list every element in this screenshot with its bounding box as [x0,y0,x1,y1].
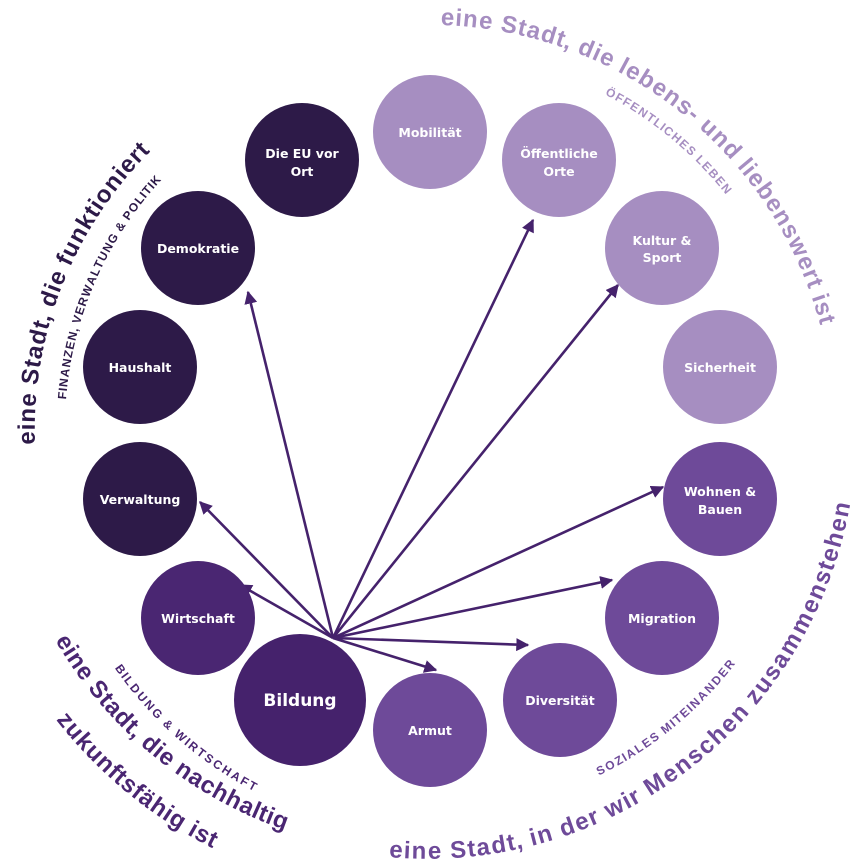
node-armut[interactable]: Armut [373,673,487,787]
arc-letter: I [56,387,70,392]
node-sicherheit[interactable]: Sicherheit [663,310,777,424]
arc-letter: I [145,180,158,192]
arc-letter: I [619,750,629,764]
arc-letter: d [489,831,508,860]
node-mobilitaet[interactable]: Mobilität [373,75,487,189]
connection-arrows [199,218,665,673]
node-label: Demokratie [157,241,239,256]
arc-letter: & [112,219,129,234]
arc-letter: I [118,670,131,681]
node-demokratie[interactable]: Demokratie [141,191,255,305]
arc-letter: E [62,340,77,351]
arrow-to-migration [332,576,614,640]
node-haushalt[interactable]: Haushalt [83,310,197,424]
arc-letter: n [534,820,556,850]
node-orte[interactable]: Öffentliche Orte [502,103,616,217]
arc-letter: N [56,377,71,387]
arc-letter: i [454,5,463,32]
node-label: Sicherheit [684,360,756,375]
arc-letter: Z [61,349,76,359]
arrow-to-verwaltung [199,501,334,639]
arc-letter: i [403,837,411,864]
arc-letter: , [67,326,81,333]
arc-letter: N [59,357,74,368]
node-label: Migration [628,611,696,626]
node-label: Kultur & [633,233,692,248]
arc-letter: S [449,836,467,864]
arrow-to-oeffentliche-orte [331,218,535,639]
arc-letter: F [55,391,70,400]
arc-letter: n [827,500,856,520]
arc-letter: I [657,120,668,133]
arc-letter: n [14,407,42,423]
node-label: Die EU vor [265,146,339,161]
node-label: Haushalt [109,360,172,375]
node-verwaltung[interactable]: Verwaltung [83,442,197,556]
arrow-to-demokratie [244,290,335,639]
arc-letter: n [462,5,479,33]
node-label: Verwaltung [100,492,181,507]
node-wirtschaft[interactable]: Wirtschaft [141,561,255,675]
arc-letter: A [57,367,72,378]
arc-letter: & [160,716,176,732]
arc-letter: e [477,7,494,36]
arc-letter: e [14,392,42,407]
arc-letter: V [69,314,85,326]
node-label: Bauen [698,502,742,517]
node-eu[interactable]: Die EU vor Ort [245,103,359,217]
node-label: Armut [408,723,452,738]
arc-letter: I [182,735,194,748]
node-bildung[interactable]: Bildung [234,634,366,766]
arrow-to-diversitaet [332,636,530,652]
node-label: Sport [643,250,682,265]
arc-letter: h [820,529,850,550]
node-diversitaet[interactable]: Diversität [503,643,617,757]
arc-letter: e [388,836,403,864]
arc-letter: e [14,431,41,445]
arc-letter: a [20,342,49,361]
arrow-to-wohnen-bauen [332,485,665,640]
node-migration[interactable]: Migration [605,561,719,675]
arc-letter: e [440,4,455,32]
node-label: Mobilität [398,125,461,140]
arrow-to-kultur-sport [331,283,620,639]
arc-letter: I [137,189,150,200]
node-label: Diversität [525,693,595,708]
arc-letter: e [824,515,853,534]
arc-letter: e [428,838,442,864]
arc-letter: n [411,838,426,864]
arc-letter: i [14,423,41,430]
arc-letter: N [65,330,81,342]
node-label: Bildung [263,691,336,711]
node-label: Wirtschaft [161,611,235,626]
arc-letter: S [499,10,520,40]
node-wohnen[interactable]: Wohnen & Bauen [663,442,777,556]
arc-letter: a [475,833,492,862]
arrow-to-armut [332,636,438,673]
arc-letter: d [23,327,53,348]
node-label: Ort [291,164,314,179]
node-label: Öffentliche [520,146,597,161]
arc-letter: I [667,717,679,730]
node-label: Orte [543,164,574,179]
node-label: Wohnen & [684,484,756,499]
arc-letter: S [16,367,45,387]
arrow-to-wirtschaft [238,583,334,640]
node-kultur[interactable]: Kultur & Sport [605,191,719,305]
arc-letter: t [466,835,477,863]
